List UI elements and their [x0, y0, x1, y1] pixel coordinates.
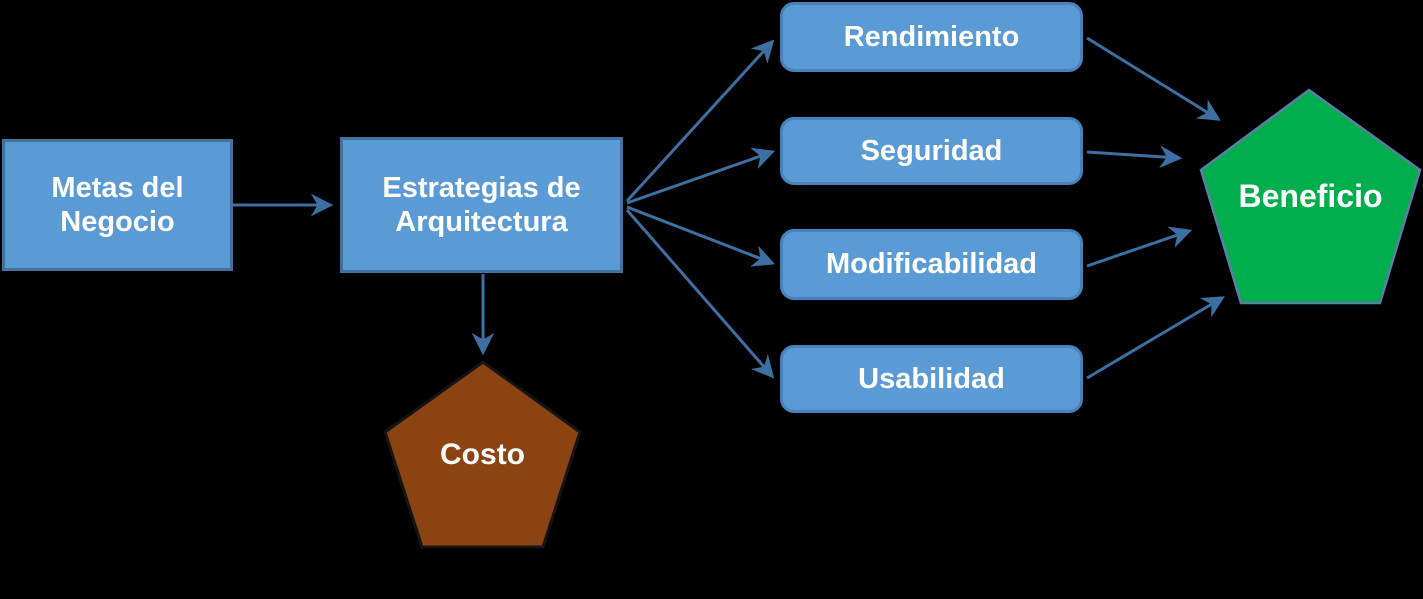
node-seguridad-label: Seguridad: [860, 134, 1003, 167]
beneficio-pentagon-shape[interactable]: [1199, 88, 1422, 305]
node-metas-label: Metas del Negocio: [51, 171, 184, 238]
arrow-seguridad-to-beneficio: [1086, 145, 1183, 168]
arrow-estrategias-to-usabilidad: [625, 209, 775, 379]
arrow-rendimiento-to-beneficio: [1086, 36, 1221, 121]
node-seguridad[interactable]: Seguridad: [780, 117, 1083, 185]
arrow-estrategias-to-seguridad: [626, 147, 776, 205]
node-metas-del-negocio[interactable]: Metas del Negocio: [2, 139, 233, 271]
node-usabilidad-label: Usabilidad: [858, 362, 1005, 395]
node-modificabilidad-label: Modificabilidad: [825, 248, 1038, 281]
arrow-estrategias-to-rendimiento: [625, 39, 775, 203]
node-estrategias-de-arquitectura[interactable]: Estrategias de Arquitectura: [340, 137, 623, 273]
arrow-usabilidad-to-beneficio: [1086, 296, 1225, 380]
arrow-modificabilidad-to-beneficio: [1086, 226, 1193, 268]
node-rendimiento-label: Rendimiento: [843, 20, 1020, 53]
node-usabilidad[interactable]: Usabilidad: [780, 345, 1083, 413]
node-modificabilidad[interactable]: Modificabilidad: [780, 229, 1083, 300]
node-rendimiento[interactable]: Rendimiento: [780, 2, 1083, 72]
node-estrategias-label: Estrategias de Arquitectura: [382, 171, 581, 238]
costo-pentagon-shape[interactable]: [383, 360, 582, 549]
arrow-estrategias-to-modificabilidad: [626, 205, 776, 267]
